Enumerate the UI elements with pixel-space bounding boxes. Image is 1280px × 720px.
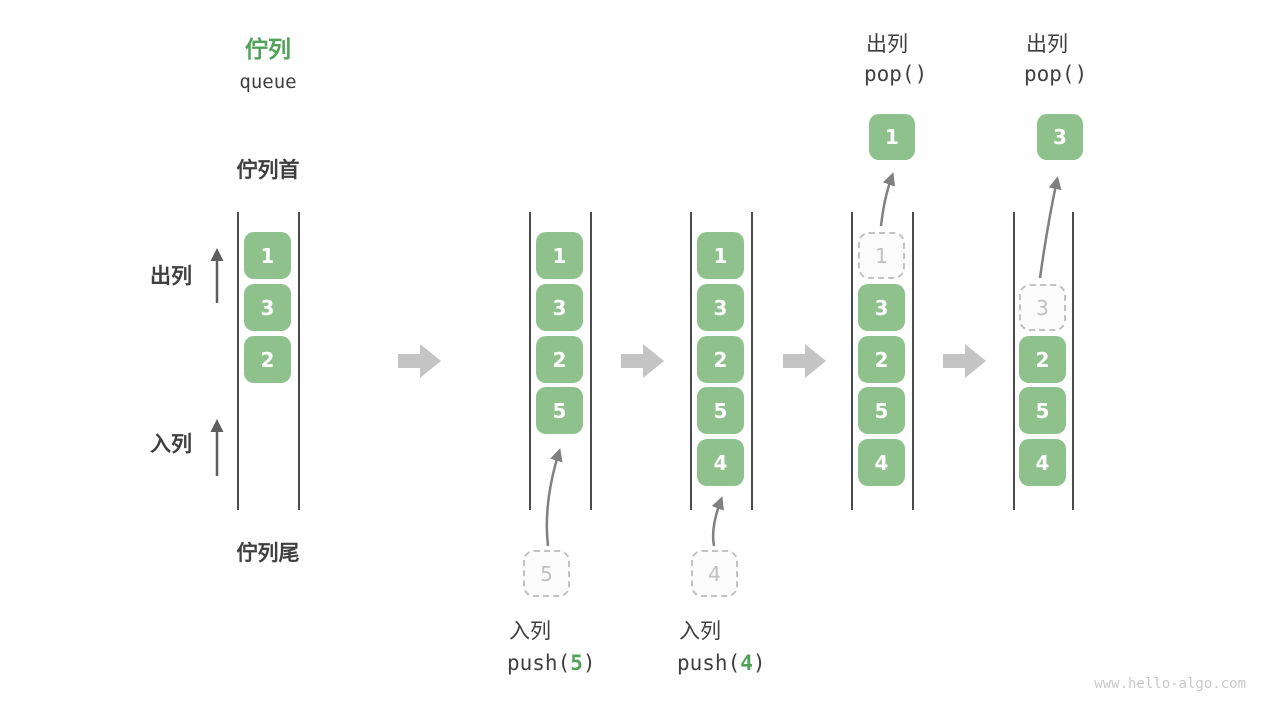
page-title: 佇列 [245, 36, 291, 62]
dequeue-label: 出列 [150, 265, 192, 288]
queue-channel-line [1013, 212, 1015, 510]
queue-channel-line [912, 212, 914, 510]
flow-arrow-icon [398, 344, 441, 378]
pop-op-code: pop() [864, 62, 928, 86]
queue-channel-line [690, 212, 692, 510]
queue-cell: 2 [697, 336, 744, 383]
push-arrow-icon [711, 496, 724, 547]
queue-cell: 1 [697, 232, 744, 279]
pop-op-label: 出列 [866, 33, 908, 56]
queue-channel-line [590, 212, 592, 510]
queue-cell: 1 [536, 232, 583, 279]
queue-cell: 1 [244, 232, 291, 279]
queue-cell: 3 [697, 284, 744, 331]
queue-cell: 4 [858, 439, 905, 486]
queue-cell: 2 [244, 336, 291, 383]
ghost-cell: 3 [1019, 284, 1066, 331]
ghost-cell: 1 [858, 232, 905, 279]
staged-cell: 5 [523, 550, 570, 597]
queue-cell: 3 [244, 284, 291, 331]
queue-cell: 3 [536, 284, 583, 331]
queue-cell: 2 [1019, 336, 1066, 383]
push-op-label: 入列 [679, 620, 721, 643]
flow-arrow-icon [783, 344, 826, 378]
queue-cell: 4 [1019, 439, 1066, 486]
queue-cell: 4 [697, 439, 744, 486]
watermark: www.hello-algo.com [1094, 676, 1246, 692]
flow-arrow-icon [621, 344, 664, 378]
queue-channel-line [298, 212, 300, 510]
queue-cell: 5 [1019, 387, 1066, 434]
flow-arrow-icon [943, 344, 986, 378]
push-op-label: 入列 [509, 620, 551, 643]
queue-cell: 2 [858, 336, 905, 383]
queue-channel-line [1072, 212, 1074, 510]
queue-channel-line [237, 212, 239, 510]
queue-channel-line [751, 212, 753, 510]
queue-channel-line [851, 212, 853, 510]
pop-op-label: 出列 [1026, 33, 1068, 56]
queue-front-label: 佇列首 [236, 159, 300, 182]
staged-cell: 4 [691, 550, 738, 597]
queue-cell: 5 [536, 387, 583, 434]
queue-cell: 5 [858, 387, 905, 434]
pop-arrow-icon [879, 172, 896, 227]
popped-cell: 3 [1037, 114, 1083, 160]
queue-channel-line [529, 212, 531, 510]
push-op-code: push(4) [677, 651, 766, 675]
pop-arrow-icon [1038, 176, 1062, 279]
queue-rear-label: 佇列尾 [236, 542, 300, 565]
queue-cell: 5 [697, 387, 744, 434]
push-arrow-icon [545, 448, 563, 547]
queue-cell: 3 [858, 284, 905, 331]
page-subtitle: queue [239, 71, 297, 93]
enqueue-label: 入列 [150, 433, 192, 456]
popped-cell: 1 [869, 114, 915, 160]
pop-op-code: pop() [1024, 62, 1088, 86]
queue-cell: 2 [536, 336, 583, 383]
push-op-code: push(5) [507, 651, 596, 675]
